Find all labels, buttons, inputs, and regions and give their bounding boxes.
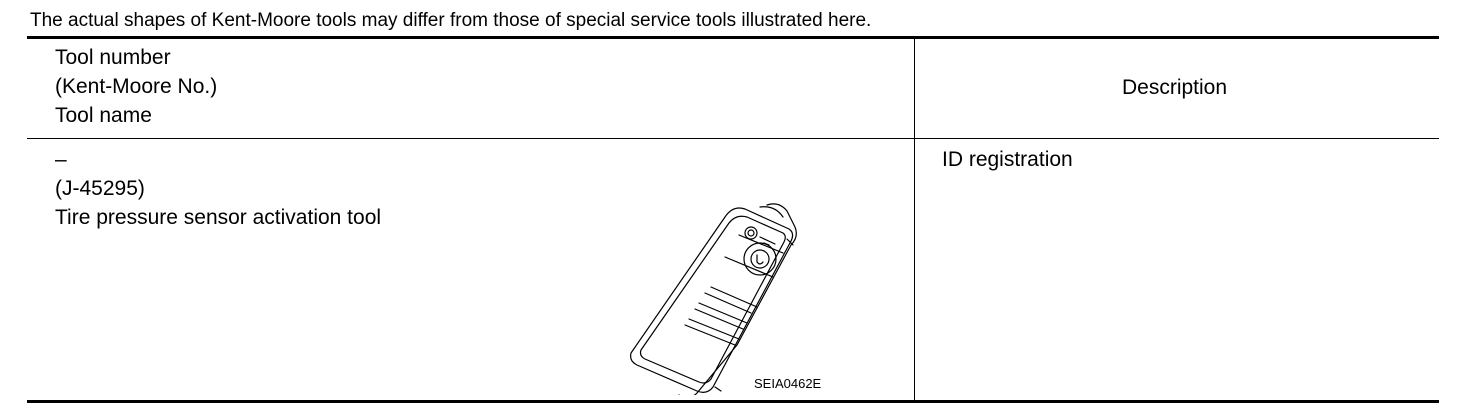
header-description: Description	[1122, 76, 1228, 99]
header-tool-number: Tool number	[55, 46, 171, 69]
header-tool-info: Tool number (Kent-Moore No.) Tool name	[55, 43, 217, 130]
intro-note: The actual shapes of Kent-Moore tools ma…	[30, 10, 872, 31]
header-kent-moore-no: (Kent-Moore No.)	[55, 75, 218, 98]
row-kent-moore-no: (J-45295)	[55, 177, 145, 200]
row-tool-name: Tire pressure sensor activation tool	[55, 206, 382, 229]
activation-tool-illustration	[630, 203, 797, 395]
row-tool-number: –	[55, 148, 67, 171]
row-description: ID registration	[942, 148, 1073, 171]
table-row-tool-info: – (J-45295) Tire pressure sensor activat…	[55, 145, 381, 232]
column-divider	[914, 39, 915, 400]
header-tool-name: Tool name	[55, 104, 152, 127]
header-row-divider	[27, 138, 1439, 139]
figure-code: SEIA0462E	[754, 376, 822, 391]
special-service-tools-table: Tool number (Kent-Moore No.) Tool name D…	[27, 36, 1439, 403]
